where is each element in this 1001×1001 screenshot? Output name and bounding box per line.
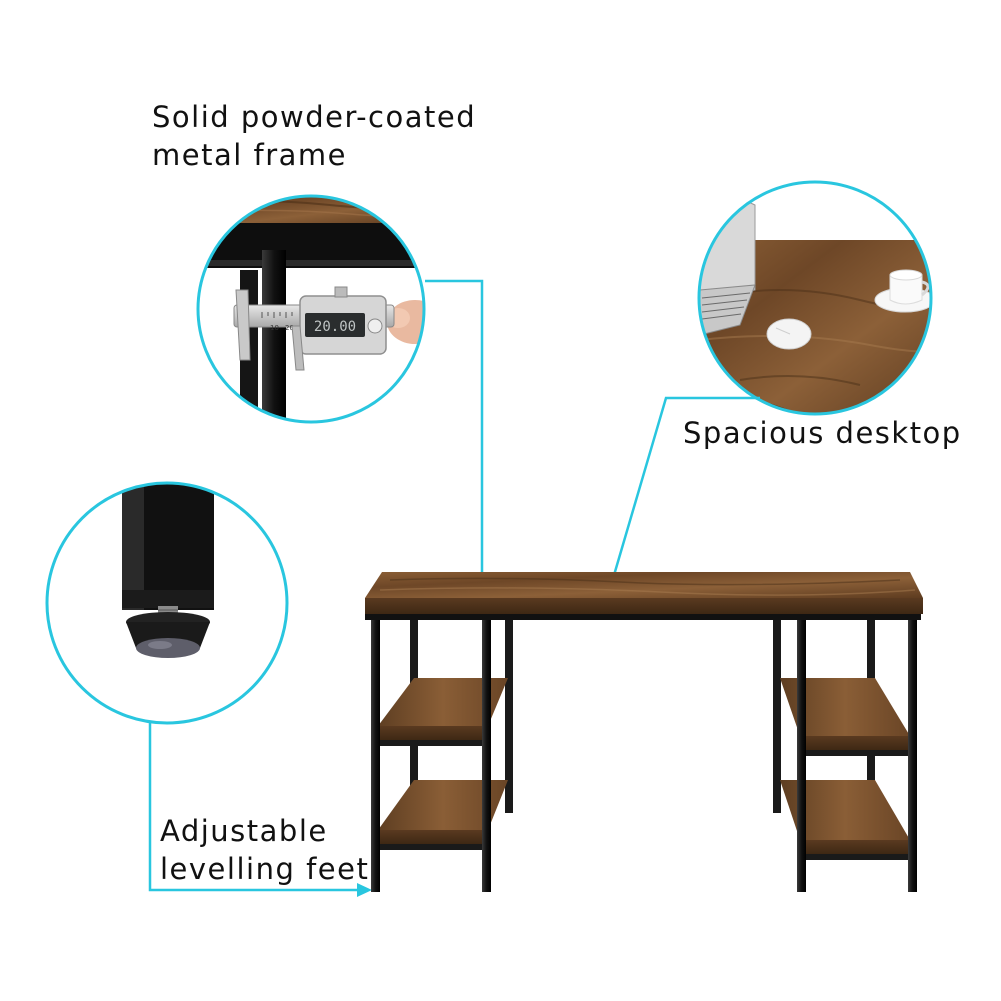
desk-top	[365, 572, 923, 614]
frame-detail-circle: 20.00 10 20	[196, 194, 426, 424]
desktop-detail-surface	[700, 240, 931, 414]
desk-front-leg-3	[797, 616, 806, 892]
callout-feet-line1: Adjustable	[160, 814, 328, 848]
callout-connectors	[148, 279, 760, 892]
callout-feet-text: Adjustable levelling feet	[160, 812, 369, 888]
left-shelf-unit	[378, 678, 508, 850]
frame-connector-line	[425, 279, 484, 605]
levelling-foot	[126, 612, 210, 658]
caliper-readout: 20.00	[314, 319, 356, 335]
caliper: 20.00 10 20	[233, 286, 395, 371]
coffee-cup	[874, 269, 931, 313]
desktop-detail-circle	[697, 180, 933, 416]
foot-detail-circle	[45, 481, 289, 725]
callout-feet-line2: levelling feet	[160, 852, 370, 886]
desktop-connector-line	[610, 396, 760, 583]
desk-front-leg-2	[482, 616, 491, 892]
callout-frame-line1: Solid powder-coated	[152, 100, 477, 134]
desk-front-leg-4	[908, 616, 917, 892]
desk-back-leg-left	[505, 615, 513, 813]
caliper-scale-label-10: 10	[270, 324, 279, 332]
desk-front-leg-1	[371, 616, 380, 892]
frame-detail-leg	[262, 250, 286, 422]
desk-back-leg-right	[773, 615, 781, 813]
feet-arrowhead	[357, 883, 372, 897]
caliper-display	[305, 313, 365, 337]
callout-desktop-text: Spacious desktop	[683, 414, 962, 452]
callout-frame-line2: metal frame	[152, 138, 348, 172]
frame-detail-wood-top	[198, 196, 424, 223]
callout-frame-text: Solid powder-coated metal frame	[152, 98, 476, 174]
right-shelf-unit	[780, 678, 910, 860]
desk	[365, 572, 923, 892]
feet-connector-line	[148, 722, 362, 892]
callout-desktop-line1: Spacious desktop	[683, 416, 962, 450]
desk-apron	[365, 612, 921, 620]
caliper-scale-label-20: 20	[285, 324, 294, 332]
